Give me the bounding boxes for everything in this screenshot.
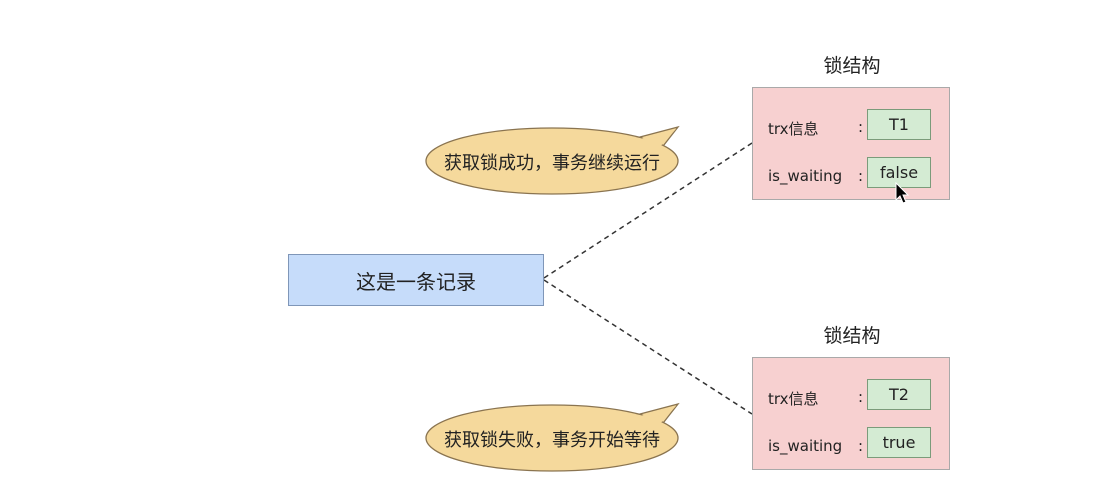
field-label-is-waiting: is_waiting <box>768 167 843 185</box>
field-value-is-waiting: true <box>867 427 931 458</box>
callout-text-bottom: 获取锁失败，事务开始等待 <box>444 430 660 451</box>
lock-struct-title-bottom: 锁结构 <box>823 325 881 347</box>
lock-struct-bottom: trx信息 : T2 is_waiting : true <box>752 357 950 470</box>
field-label-trx: trx信息 <box>768 120 819 138</box>
field-label-is-waiting: is_waiting <box>768 437 843 455</box>
callout-bubble-bottom <box>425 402 680 472</box>
field-value-is-waiting: false <box>867 157 931 188</box>
lock-struct-top: trx信息 : T1 is_waiting : false <box>752 87 950 200</box>
field-separator: : <box>858 167 864 185</box>
field-value-trx: T1 <box>867 109 931 140</box>
field-separator: : <box>858 388 864 406</box>
record-label: 这是一条记录 <box>356 269 476 294</box>
field-value-trx: T2 <box>867 379 931 410</box>
callout-bubble-top <box>425 125 680 195</box>
connector-line-bottom <box>543 279 753 415</box>
callout-text-top: 获取锁成功，事务继续运行 <box>444 153 660 174</box>
record-box: 这是一条记录 <box>288 254 544 306</box>
mouse-cursor-icon <box>895 182 910 204</box>
field-separator: : <box>858 118 864 136</box>
field-separator: : <box>858 437 864 455</box>
lock-struct-title-top: 锁结构 <box>823 55 881 77</box>
field-label-trx: trx信息 <box>768 390 819 408</box>
